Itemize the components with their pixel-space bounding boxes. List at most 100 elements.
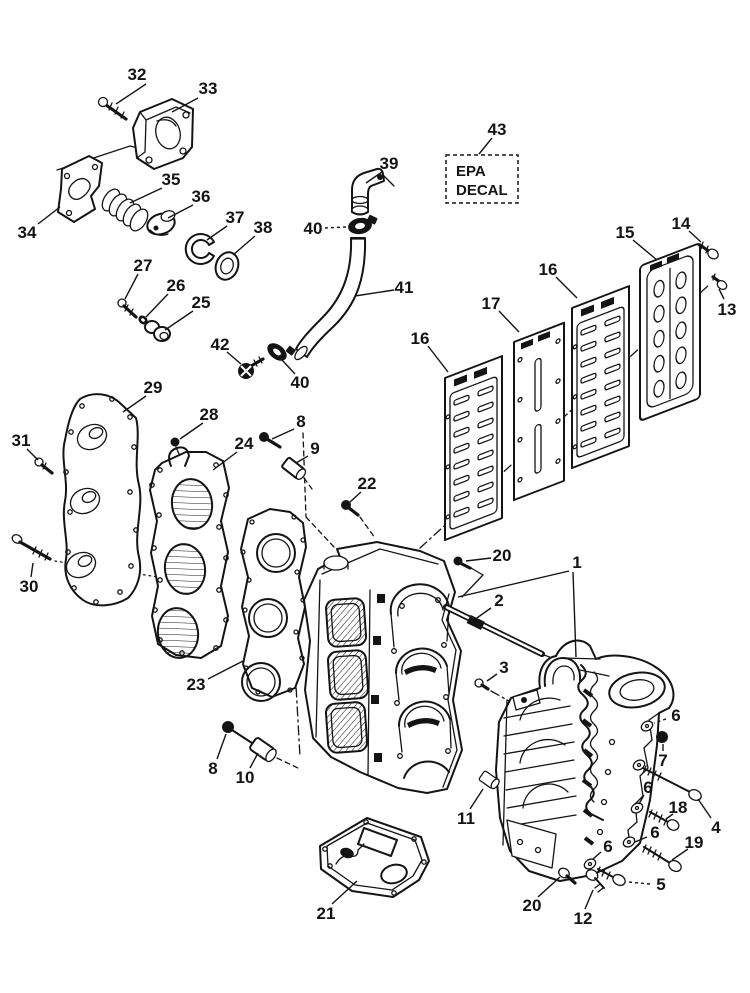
leader-line-6: [638, 794, 645, 805]
washer-6-d: [622, 836, 636, 848]
callout-17: 17: [482, 294, 501, 313]
bolt-19: [642, 844, 682, 873]
dowel-pin-8-upper: [259, 432, 282, 449]
thermostat-gasket-34: [57, 155, 103, 223]
callout-25: 25: [192, 293, 211, 312]
callout-28: 28: [200, 405, 219, 424]
callout-38: 38: [254, 218, 273, 237]
reed-plate-16-right: [571, 285, 630, 470]
leader-line-20: [465, 557, 492, 562]
screw-20-upper: [453, 556, 484, 598]
elbow-fitting-39: [351, 167, 395, 216]
leader-line-32: [115, 83, 147, 105]
epa-decal-box: [445, 154, 519, 204]
leader-line-43: [478, 137, 493, 155]
cylinder-head-cover-29: [62, 393, 142, 607]
bolt-27: [117, 298, 138, 319]
leader-line-21: [331, 880, 358, 905]
screw-32: [97, 96, 128, 121]
callout-15: 15: [616, 223, 635, 242]
callout-30: 30: [20, 577, 39, 596]
leader-line-10: [249, 752, 259, 769]
leader-line-22: [349, 491, 362, 503]
callout-35: 35: [162, 170, 181, 189]
leader-line-16: [555, 276, 578, 299]
leader-line-39: [365, 171, 383, 184]
seal-38: [214, 251, 240, 281]
callout-8: 8: [296, 412, 305, 431]
leader-line-38: [232, 235, 256, 256]
bolt-22: [341, 500, 360, 517]
leader-line-9: [295, 455, 309, 464]
callout-12: 12: [574, 909, 593, 928]
callout-34: 34: [18, 223, 37, 242]
leader-line-8: [271, 428, 295, 440]
leader-line-23: [207, 660, 244, 680]
callout-39: 39: [380, 154, 399, 173]
leader-line-6: [653, 718, 667, 724]
callout-1: 1: [572, 553, 581, 572]
callout-4: 4: [711, 818, 721, 837]
callout-40: 40: [291, 373, 310, 392]
callout-18: 18: [669, 798, 688, 817]
callout-20: 20: [493, 546, 512, 565]
callout-40: 40: [304, 219, 323, 238]
leader-line-29: [122, 395, 147, 413]
leader-line-17: [498, 310, 520, 333]
callout-19: 19: [685, 833, 704, 852]
leader-line-27: [124, 273, 139, 300]
leader-line-34: [37, 206, 61, 225]
screw-20-lower: [558, 867, 577, 885]
leader-line-42: [226, 351, 242, 365]
callout-2: 2: [494, 591, 503, 610]
callout-6: 6: [603, 837, 612, 856]
leader-line-6: [634, 836, 648, 843]
callout-23: 23: [187, 675, 206, 694]
leader-line-40: [281, 359, 296, 375]
leader-line-13: [718, 288, 725, 300]
callout-6: 6: [650, 823, 659, 842]
bolt-18: [648, 809, 680, 831]
callout-33: 33: [199, 79, 218, 98]
callout-31: 31: [12, 431, 31, 450]
callout-37: 37: [226, 208, 245, 227]
reed-gasket-17: [513, 321, 565, 502]
leader-line-30: [30, 562, 34, 578]
bolt-13: [711, 273, 728, 291]
epa-decal: EPA DECAL: [445, 154, 519, 204]
leader-line-11: [469, 788, 484, 810]
leader-line-2: [473, 607, 492, 621]
callout-24: 24: [235, 434, 254, 453]
sleeve-10: [249, 737, 277, 763]
leader-line-5: [627, 881, 651, 885]
leader-line-8: [216, 733, 227, 760]
callout-10: 10: [236, 768, 255, 787]
plug-7: [656, 731, 668, 743]
washer-6-a: [640, 720, 654, 732]
callout-9: 9: [310, 439, 319, 458]
water-hose-41: [294, 237, 367, 361]
callout-32: 32: [128, 65, 147, 84]
callout-8: 8: [208, 759, 217, 778]
callout-16: 16: [411, 329, 430, 348]
leader-line-1: [457, 570, 570, 598]
leader-line-41: [354, 289, 395, 297]
leader-line-26: [145, 293, 169, 318]
spring-35: [101, 188, 149, 232]
leader-line-28: [179, 422, 204, 440]
callout-42: 42: [211, 335, 230, 354]
washer-26: [138, 315, 148, 325]
leader-line-36: [167, 204, 194, 219]
reed-cover-15: [639, 243, 701, 421]
thermostat-36: [146, 210, 176, 236]
base-gasket-21: [319, 817, 430, 898]
sleeve-11: [478, 770, 500, 790]
screw-31: [34, 457, 54, 475]
bolt-12: [585, 869, 605, 893]
leader-line-20: [537, 876, 561, 898]
leader-line-31: [26, 448, 39, 461]
callout-27: 27: [134, 256, 153, 275]
